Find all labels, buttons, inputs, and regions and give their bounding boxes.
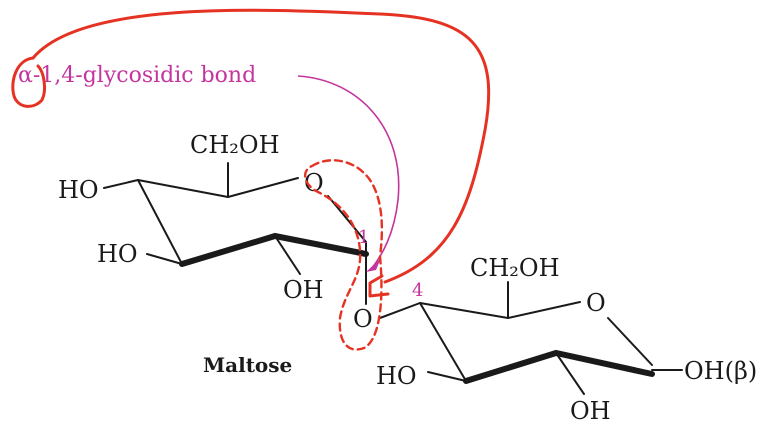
ring2-ring-oxygen: O xyxy=(586,289,606,317)
ring1-bond-ho-top xyxy=(103,179,139,189)
ring2-ch2oh-label: CH₂OH xyxy=(470,254,560,282)
ring1-ho-mid-label: HO xyxy=(97,240,138,268)
ring1-bond-ho-mid xyxy=(146,253,183,265)
molecule-name: Maltose xyxy=(203,353,292,377)
ring1-ch2oh-label: CH₂OH xyxy=(190,131,280,159)
dashed-oxygen-highlight xyxy=(304,159,384,351)
ring1-bond-oh-bottom xyxy=(274,235,301,275)
ring1-carbon-1-number: 1 xyxy=(358,227,369,248)
ring-2: CH₂OH O HO OH(β) OH xyxy=(376,254,757,425)
ring2-bond-c4-c5 xyxy=(419,302,509,319)
ring1-bond-c5-c4 xyxy=(137,179,229,198)
annotation-alpha: α- xyxy=(18,63,40,88)
ring2-bond-c4-c3 xyxy=(419,302,467,382)
ring1-ring-oxygen: O xyxy=(304,169,324,197)
annotation-text: α-1,4-glycosidic bond xyxy=(18,63,256,88)
ring2-bond-o-c1 xyxy=(607,317,653,366)
bridge-bond-o-c4 xyxy=(379,302,421,319)
ring1-oh-bottom-label: OH xyxy=(283,276,324,304)
ring2-bond-oh-bottom xyxy=(555,352,585,395)
red-ink-markup xyxy=(11,8,491,351)
alpha-circle xyxy=(11,56,47,108)
glycosidic-bond-annotation: α-1,4-glycosidic bond xyxy=(18,63,400,272)
red-arrow-hook xyxy=(368,274,390,298)
ring1-bold-front-edge xyxy=(179,232,369,267)
ring2-bond-c5-o xyxy=(507,301,581,319)
glycosidic-linkage: O 4 xyxy=(353,280,423,333)
ring1-ho-top-label: HO xyxy=(58,176,99,204)
ring2-bond-ho-left xyxy=(427,371,467,382)
ring2-carbon-4-number: 4 xyxy=(412,280,423,301)
red-curved-arrow xyxy=(31,8,491,284)
ring1-bond-c4-c3 xyxy=(137,179,183,265)
annotation-arrow-line xyxy=(297,75,400,269)
annotation-label: 1,4-glycosidic bond xyxy=(40,63,256,88)
ring-1: CH₂OH O HO HO OH 1 xyxy=(58,131,369,305)
ring1-bond-c5-o xyxy=(227,177,299,198)
annotation-arrowhead xyxy=(366,258,381,272)
ring2-oh-beta-label: OH(β) xyxy=(684,357,757,385)
ring2-ho-left-label: HO xyxy=(376,362,417,390)
ring2-oh-bottom-label: OH xyxy=(570,397,611,425)
bridge-oxygen: O xyxy=(353,305,373,333)
